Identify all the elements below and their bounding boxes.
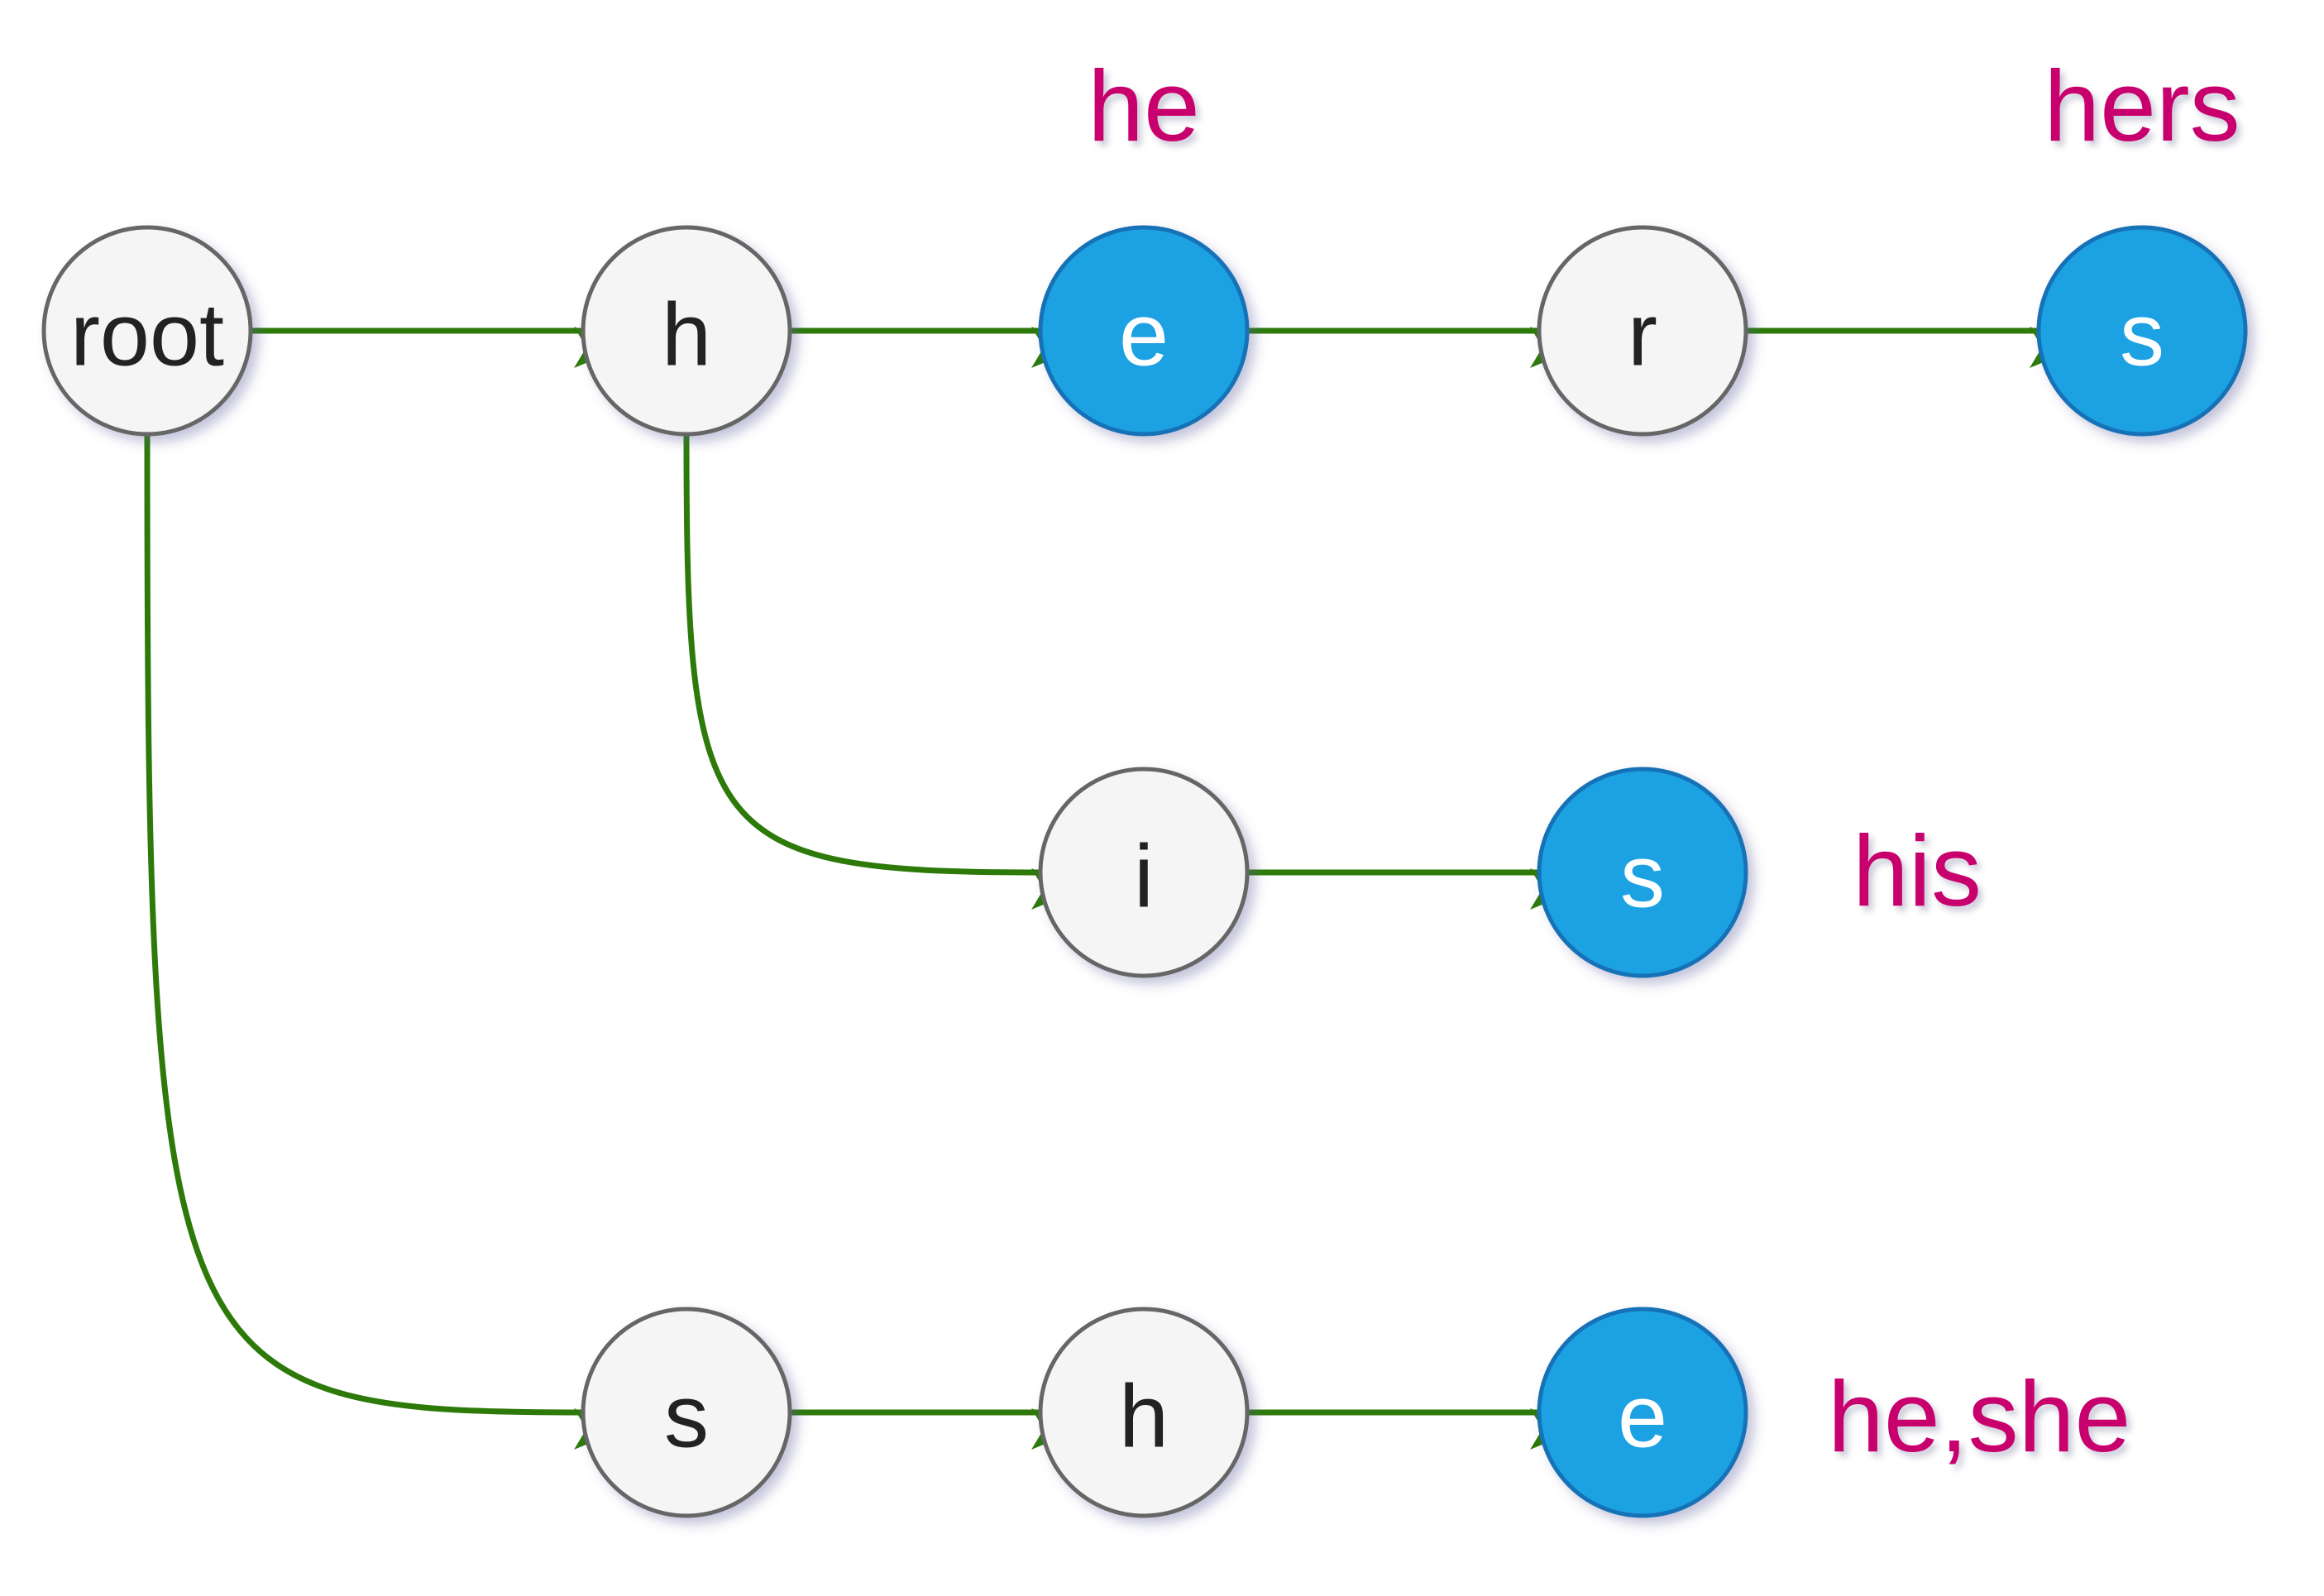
edge-root-to-s <box>144 433 624 1450</box>
trie-node-circle-s <box>581 1307 792 1518</box>
trie-node-circle-root <box>41 225 253 437</box>
trie-node-his: s <box>1537 767 1748 978</box>
trie-node-h: h <box>581 225 792 437</box>
trie-node-label-hers: s <box>2120 284 2164 385</box>
trie-node-label-h: h <box>662 284 711 385</box>
trie-node-circle-he <box>1038 225 1250 437</box>
trie-node-label-his: s <box>1620 826 1665 926</box>
trie-node-hers: s <box>2036 225 2248 437</box>
word-label-she: he,she <box>1828 1360 2130 1473</box>
trie-node-circle-hers <box>2036 225 2248 437</box>
trie-node-circle-h <box>581 225 792 437</box>
trie-node-she: e <box>1537 1307 1748 1518</box>
trie-node-root: root <box>41 225 253 437</box>
word-label-hers: hers <box>2044 50 2240 162</box>
word-label-he: he <box>1088 50 1200 162</box>
trie-node-circle-her <box>1537 225 1748 437</box>
trie-node-circle-she <box>1537 1307 1748 1518</box>
trie-node-sh: h <box>1038 1307 1250 1518</box>
trie-node-label-sh: h <box>1119 1366 1169 1466</box>
trie-node-label-root: root <box>70 284 224 385</box>
trie-node-circle-hi <box>1038 767 1250 978</box>
edge-h-to-hi <box>683 433 1081 910</box>
trie-node-circle-sh <box>1038 1307 1250 1518</box>
trie-node-circle-his <box>1537 767 1748 978</box>
word-label-his: his <box>1853 815 1982 927</box>
trie-node-he: e <box>1038 225 1250 437</box>
trie-node-label-hi: i <box>1134 826 1154 926</box>
trie-node-label-her: r <box>1628 284 1657 385</box>
trie-node-her: r <box>1537 225 1748 437</box>
nodes-layer: root h e r s i s s h e <box>41 225 2248 1518</box>
trie-node-label-he: e <box>1119 284 1169 385</box>
trie-node-hi: i <box>1038 767 1250 978</box>
edges-layer <box>144 327 2079 1450</box>
trie-node-label-s: s <box>664 1366 709 1466</box>
trie-node-label-she: e <box>1618 1366 1667 1466</box>
trie-node-s: s <box>581 1307 792 1518</box>
